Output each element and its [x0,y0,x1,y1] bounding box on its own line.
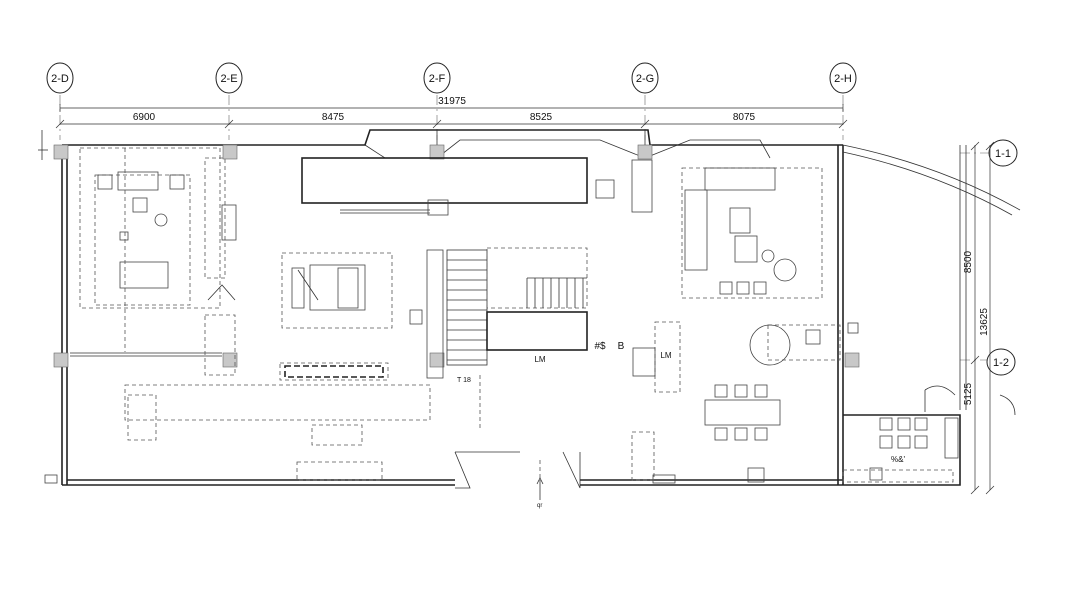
grid-label-2g: 2-G [636,73,654,85]
outer-walls [61,129,1021,486]
label-code-3: %&' [891,455,905,464]
left-edge-details [38,130,58,484]
right-room [631,167,859,484]
central-area [124,157,653,481]
grid-bubbles-right: 1-1 1-2 [960,139,1018,376]
grid-bubble-1-1: 1-1 [988,139,1018,167]
stairs: T 18 [426,247,588,430]
room-labels: LM LM #$ B %&' [534,341,905,464]
dimension-side-2: 13625 [979,308,990,336]
grid-label-2e: 2-E [220,73,237,85]
dimension-span-2: 8475 [322,112,345,123]
grid-label-2d: 2-D [51,73,69,85]
grid-bubble-2e: 2-E [215,62,243,94]
dimension-right: 8500 13625 5125 [963,141,995,495]
grid-bubble-2h: 2-H [829,62,857,94]
entry-arrow-label: qr [537,503,542,509]
grid-bubble-2d: 2-D [46,62,74,94]
grid-label-1-1: 1-1 [995,148,1011,160]
dimension-top: 31975 6900 8475 8525 8075 [55,96,848,129]
dimension-span-4: 8075 [733,112,756,123]
dimension-side-1: 8500 [963,250,974,273]
dimension-span-3: 8525 [530,112,553,123]
columns [53,144,860,368]
annex-room [842,417,959,483]
dimension-span-1: 6900 [133,112,156,123]
dimension-side-3: 5125 [963,382,974,405]
grid-bubble-2f: 2-F [423,62,451,94]
grid-bubble-1-2: 1-2 [986,348,1016,376]
label-code-1: #$ [594,341,606,352]
entrance: qr [454,451,581,509]
label-code-2: B [618,341,625,352]
dimension-overall: 31975 [438,96,466,107]
grid-label-1-2: 1-2 [993,357,1009,369]
label-lm-1: LM [534,355,545,364]
grid-label-2h: 2-H [834,73,852,85]
left-room [70,147,237,376]
grid-label-2f: 2-F [429,73,446,85]
label-lm-2: LM [660,351,671,360]
grid-bubbles-top: 2-D 2-E 2-F 2-G 2-H [46,62,857,140]
grid-bubble-2g: 2-G [631,62,659,94]
stair-note: T 18 [457,377,471,384]
